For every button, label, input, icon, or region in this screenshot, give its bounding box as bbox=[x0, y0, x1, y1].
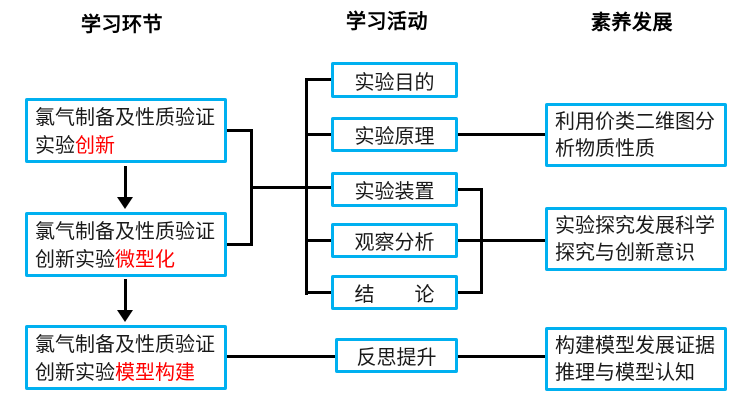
connector-line bbox=[305, 133, 331, 136]
connector-line bbox=[458, 239, 545, 242]
outcome-box-model-cognition: 构建模型发展证据推理与模型认知 bbox=[545, 327, 727, 391]
connector-line bbox=[458, 291, 483, 294]
activity-label: 实验装置 bbox=[354, 181, 435, 203]
outcome-box-inquiry-innovation: 实验探究发展科学探究与创新意识 bbox=[545, 207, 727, 271]
stage-line2-black: 实验 bbox=[35, 135, 75, 157]
stage-line1: 氯气制备及性质验证 bbox=[35, 334, 215, 356]
stage-box-miniaturization: 氯气制备及性质验证 创新实验微型化 bbox=[25, 212, 227, 277]
connector-line bbox=[305, 239, 331, 242]
activity-label: 反思提升 bbox=[356, 347, 437, 369]
activity-box-observation: 观察分析 bbox=[331, 223, 458, 258]
connector-line bbox=[458, 133, 545, 136]
outcome-text: 实验探究发展科学探究与创新意识 bbox=[555, 215, 715, 264]
stage-line2-red: 微型化 bbox=[115, 249, 175, 271]
column-header-activities: 学习活动 bbox=[346, 11, 428, 33]
activity-box-principle: 实验原理 bbox=[331, 117, 458, 152]
connector-line bbox=[458, 188, 483, 191]
outcome-box-diagram-analysis: 利用价类二维图分析物质性质 bbox=[545, 103, 727, 167]
connector-line bbox=[227, 129, 253, 132]
stage-line2-red: 创新 bbox=[75, 135, 115, 157]
activity-label: 实验目的 bbox=[354, 71, 435, 94]
column-header-outcomes: 素养发展 bbox=[591, 12, 673, 34]
activity-box-conclusion: 结 论 bbox=[331, 275, 458, 310]
column-header-stages: 学习环节 bbox=[81, 14, 163, 36]
connector-line bbox=[305, 78, 308, 295]
stage-line2-black: 创新实验 bbox=[35, 362, 115, 384]
connector-line bbox=[250, 186, 331, 189]
stage-box-experiment-innovation: 氯气制备及性质验证 实验创新 bbox=[25, 98, 227, 163]
connector-line bbox=[305, 78, 331, 81]
activity-box-purpose: 实验目的 bbox=[331, 62, 458, 98]
activity-label: 观察分析 bbox=[354, 232, 435, 254]
activity-box-apparatus: 实验装置 bbox=[331, 172, 458, 207]
connector-line bbox=[458, 355, 545, 358]
stage-line2-red: 模型构建 bbox=[115, 362, 195, 384]
activity-label: 实验原理 bbox=[354, 126, 435, 148]
connector-line bbox=[227, 355, 335, 358]
stage-line2-black: 创新实验 bbox=[35, 249, 115, 271]
stage-box-model-building: 氯气制备及性质验证 创新实验模型构建 bbox=[25, 325, 227, 390]
activity-label: 结 论 bbox=[354, 284, 435, 306]
connector-line bbox=[227, 243, 253, 246]
outcome-text: 利用价类二维图分析物质性质 bbox=[555, 111, 715, 160]
outcome-text: 构建模型发展证据推理与模型认知 bbox=[555, 335, 715, 384]
connector-line bbox=[305, 291, 331, 294]
activity-box-reflection: 反思提升 bbox=[335, 338, 458, 373]
stage-line1: 氯气制备及性质验证 bbox=[35, 221, 215, 243]
stage-line1: 氯气制备及性质验证 bbox=[35, 107, 215, 129]
